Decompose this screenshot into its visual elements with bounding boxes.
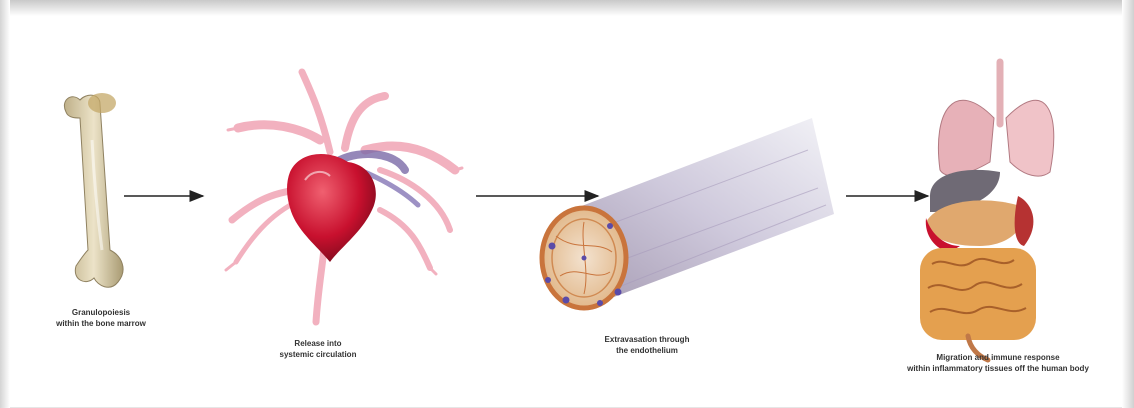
caption-granulopoiesis-line2: within the bone marrow: [38, 318, 164, 329]
caption-extravasation-line2: the endothelium: [572, 345, 722, 356]
caption-migration: Migration and immune response within inf…: [880, 352, 1116, 374]
caption-granulopoiesis-line1: Granulopoiesis: [38, 307, 164, 318]
heart-icon: [226, 72, 462, 322]
caption-granulopoiesis: Granulopoiesis within the bone marrow: [38, 307, 164, 329]
caption-release-line2: systemic circulation: [258, 349, 378, 360]
caption-extravasation: Extravasation through the endothelium: [572, 334, 722, 356]
caption-migration-line2: within inflammatory tissues off the huma…: [880, 363, 1116, 374]
caption-release: Release into systemic circulation: [258, 338, 378, 360]
caption-release-line1: Release into: [258, 338, 378, 349]
bone-icon: [64, 93, 123, 287]
blood-vessel-icon: [542, 118, 834, 308]
caption-migration-line1: Migration and immune response: [880, 352, 1116, 363]
caption-extravasation-line1: Extravasation through: [572, 334, 722, 345]
organs-icon: [920, 62, 1054, 360]
